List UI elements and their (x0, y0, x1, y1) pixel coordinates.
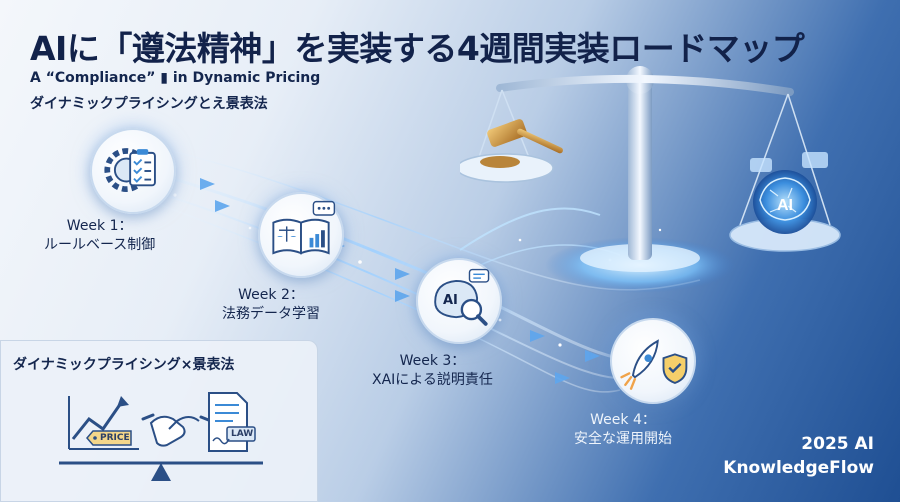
panel-title: ダイナミックプライシング×景表法 (13, 357, 235, 373)
gear-checklist-icon (104, 148, 156, 192)
panel-illustration (59, 392, 263, 481)
rising-chart-icon (68, 396, 139, 450)
ai-brain-magnifier-icon (434, 268, 490, 326)
week4-number: Week 4： (590, 412, 656, 428)
subtitle-english: A “Compliance” ▮ in Dynamic Pricing (30, 70, 321, 86)
week1-icon-circle (90, 128, 176, 214)
week3-label: Week 3： XAIによる説明責任 (372, 352, 493, 390)
week1-title: ルールベース制御 (44, 237, 156, 253)
week3-title: XAIによる説明責任 (372, 372, 493, 388)
week2-icon-circle (258, 192, 344, 278)
week1-label: Week 1： ルールベース制御 (44, 217, 155, 255)
week3-number: Week 3： (399, 353, 466, 369)
week4-title: 安全な運用開始 (574, 431, 672, 447)
page-title: AIに「遵法精神」を実装する4週間実装ロードマップ (30, 29, 805, 68)
law-document-icon (208, 392, 256, 452)
footer-line2: KnowledgeFlow (723, 458, 874, 478)
week3-icon-circle: AI (416, 258, 502, 344)
ai-brain-icon (753, 170, 817, 234)
footer-credit: 2025 AI KnowledgeFlow (723, 432, 874, 480)
week4-icon-circle (610, 318, 696, 404)
price-tag-label: PRICE (100, 433, 130, 443)
law-document-label: LAW (231, 429, 254, 439)
week3-ai-badge: AI (443, 293, 458, 308)
week1-number: Week 1： (66, 218, 133, 234)
scale-ai-label: AI (777, 197, 793, 214)
price-tag-icon (86, 430, 132, 446)
week2-number: Week 2： (238, 287, 304, 303)
balance-scale-icon: AI (460, 66, 841, 293)
panel-balance-icon (59, 461, 263, 481)
pricing-law-panel: ダイナミックプライシング×景表法 (0, 340, 318, 502)
gavel-icon (480, 119, 563, 168)
rocket-shield-icon (620, 339, 688, 390)
handshake-icon (141, 413, 213, 447)
law-book-icon (272, 200, 336, 255)
week2-label: Week 2： 法務データ学習 (222, 286, 320, 324)
week2-title: 法務データ学習 (222, 306, 320, 322)
subtitle-japanese: ダイナミックプライシングとえ景表法 (30, 96, 268, 112)
week4-label: Week 4： 安全な運用開始 (574, 411, 672, 449)
footer-line1: 2025 AI (801, 434, 874, 454)
